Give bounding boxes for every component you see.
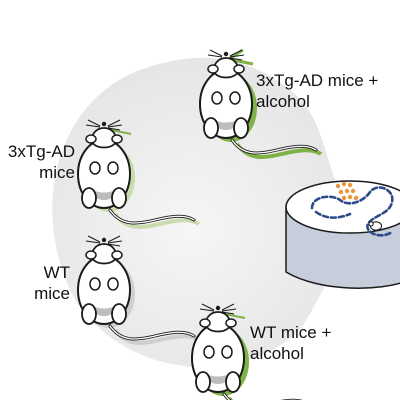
label-line: WT: [43, 263, 70, 282]
label-line: mice: [34, 284, 70, 303]
mouse-icon: [76, 234, 201, 345]
label-line: mice: [39, 163, 75, 182]
group-label-ad: 3xTg-AD mice: [3, 141, 75, 183]
label-line: 3xTg-AD mice +: [256, 71, 379, 90]
label-line: WT mice +: [250, 323, 332, 342]
maze-arena-icon: [285, 180, 400, 289]
group-label-wt-alcohol: WT mice + alcohol: [250, 322, 331, 364]
label-line: alcohol: [250, 344, 304, 363]
label-line: alcohol: [256, 92, 310, 111]
mouse-icon: [190, 302, 312, 405]
mouse-icon: [198, 48, 323, 159]
group-label-wt: WT mice: [20, 262, 70, 304]
label-line: 3xTg-AD: [7, 142, 75, 161]
mouse-icon: [76, 118, 201, 229]
group-label-ad-alcohol: 3xTg-AD mice + alcohol: [256, 70, 378, 112]
